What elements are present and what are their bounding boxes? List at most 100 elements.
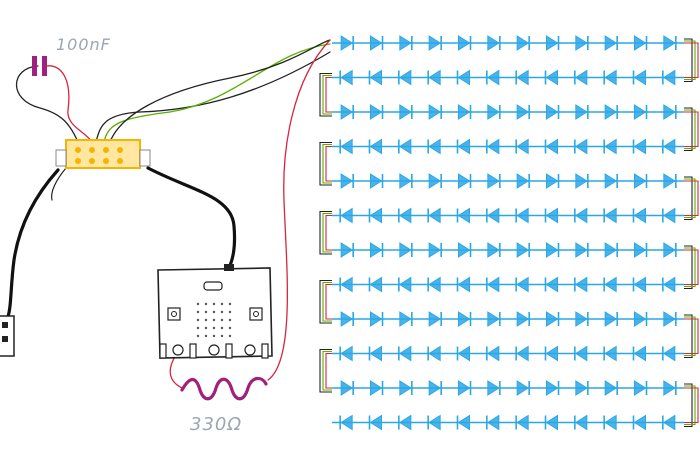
- resistor-zigzag: [180, 376, 268, 401]
- led: [369, 69, 382, 86]
- led: [545, 207, 558, 224]
- led-strip-row: [332, 380, 684, 396]
- led: [634, 35, 647, 51]
- led-strip-row: [332, 414, 684, 431]
- microbit-top-connector: [224, 264, 234, 271]
- led: [486, 138, 500, 155]
- led: [516, 311, 530, 327]
- microbit-led-grid: [196, 302, 232, 338]
- row-connector-wire: [684, 109, 696, 150]
- led: [340, 207, 353, 224]
- microbit-edge-pins: [159, 343, 269, 359]
- led-matrix: [319, 35, 699, 431]
- led: [545, 345, 558, 362]
- row-connector-wire: [684, 387, 699, 424]
- led: [398, 138, 412, 155]
- connector-tab-right: [139, 149, 151, 167]
- led: [574, 207, 588, 224]
- row-connector-wire: [684, 383, 693, 428]
- led: [370, 380, 383, 396]
- led: [516, 138, 529, 155]
- led-strip-row: [332, 35, 684, 51]
- row-connector: [684, 314, 699, 359]
- led: [604, 104, 618, 120]
- led: [458, 380, 471, 396]
- row-connector-wire: [322, 74, 332, 115]
- led: [369, 414, 382, 431]
- led: [398, 414, 412, 431]
- led: [633, 138, 646, 155]
- led: [369, 276, 382, 293]
- led: [575, 173, 588, 189]
- led: [604, 311, 618, 327]
- led: [574, 138, 588, 155]
- row-connector-wire: [325, 283, 332, 320]
- led: [545, 69, 558, 86]
- led-strip-row: [332, 207, 684, 224]
- led: [487, 35, 500, 51]
- led: [486, 69, 500, 86]
- led: [575, 242, 588, 258]
- led: [457, 276, 470, 293]
- row-connector-wire: [322, 143, 332, 184]
- row-connector: [684, 176, 699, 221]
- led: [604, 414, 617, 431]
- row-connector: [319, 72, 332, 117]
- led: [398, 207, 412, 224]
- led: [574, 276, 588, 293]
- led: [604, 276, 617, 293]
- led: [546, 104, 559, 120]
- led: [575, 311, 588, 327]
- row-connector-wire: [325, 145, 332, 182]
- row-connector: [319, 348, 332, 393]
- led: [487, 380, 500, 396]
- capacitor-plate-right: [42, 56, 47, 76]
- led: [604, 345, 617, 362]
- led: [398, 69, 412, 86]
- led: [662, 345, 676, 362]
- led: [458, 242, 471, 258]
- row-connector: [684, 245, 699, 290]
- row-connector-wire: [325, 214, 332, 251]
- led: [458, 104, 471, 120]
- led: [428, 276, 441, 293]
- led: [428, 35, 442, 51]
- resistor-to-matrix-wire: [267, 39, 331, 381]
- led: [340, 104, 354, 120]
- microbit-ground-wire: [146, 166, 237, 272]
- led: [662, 69, 676, 86]
- led: [399, 380, 412, 396]
- led: [399, 242, 412, 258]
- row-connector-wire: [684, 107, 693, 152]
- microbit-button-b: [249, 307, 263, 321]
- led: [574, 69, 588, 86]
- led: [487, 242, 500, 258]
- led: [516, 173, 530, 189]
- led: [546, 311, 559, 327]
- led: [399, 35, 412, 51]
- row-connector-wire: [322, 281, 332, 322]
- led: [634, 242, 647, 258]
- led: [516, 345, 529, 362]
- microbit-logo: [203, 281, 223, 291]
- led: [604, 35, 618, 51]
- led: [516, 414, 529, 431]
- led: [370, 104, 383, 120]
- led: [604, 207, 617, 224]
- capacitor-plate-left: [32, 56, 37, 76]
- led: [516, 35, 530, 51]
- led: [369, 345, 382, 362]
- led: [399, 104, 412, 120]
- led: [370, 173, 383, 189]
- led: [399, 311, 412, 327]
- row-connector-wire: [319, 348, 332, 393]
- led: [546, 380, 559, 396]
- power-supply-wire: [4, 168, 60, 324]
- row-connector-wire: [322, 212, 332, 253]
- led: [546, 35, 559, 51]
- led-strip-row: [332, 104, 684, 120]
- led-strip-row: [332, 173, 684, 189]
- row-connector-wire: [684, 176, 693, 221]
- led: [662, 207, 676, 224]
